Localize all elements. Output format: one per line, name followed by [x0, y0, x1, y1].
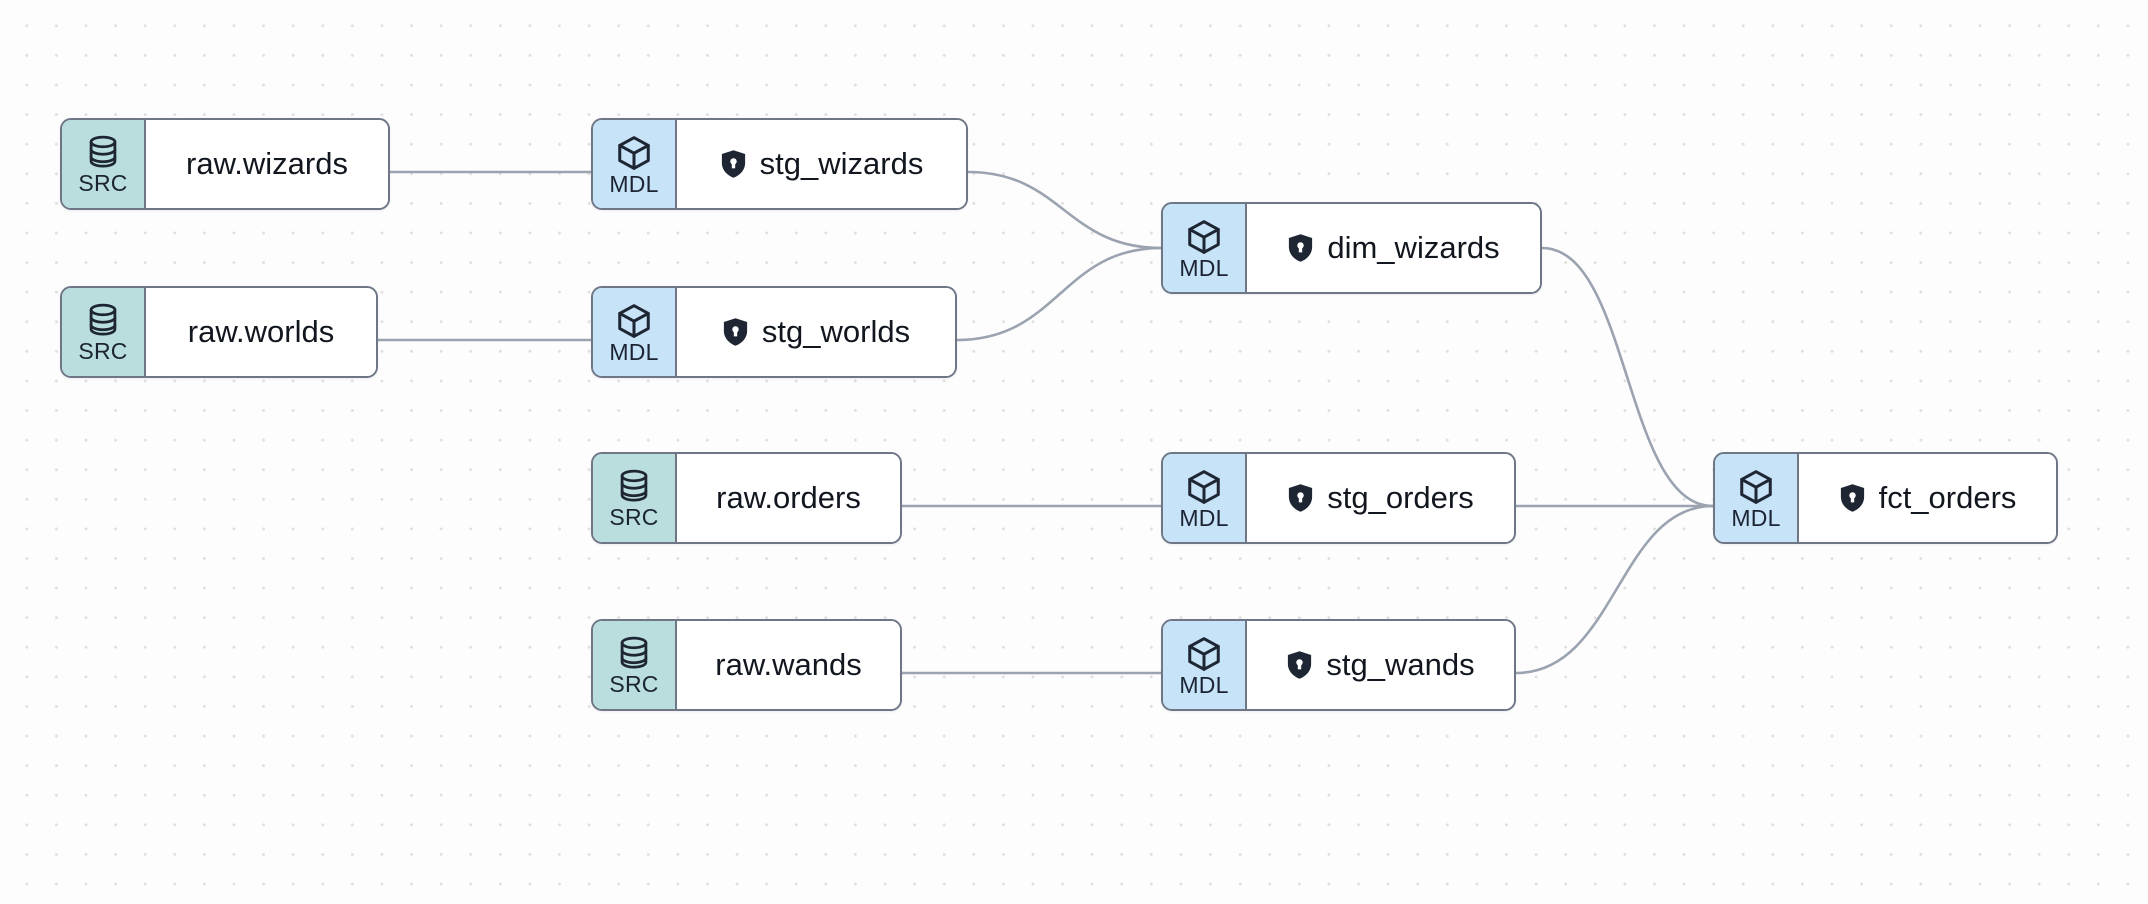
node-kind-label: MDL: [609, 170, 659, 197]
node-kind-badge-dim_wizards[interactable]: MDL: [1163, 204, 1247, 292]
node-kind-label: MDL: [1731, 504, 1781, 531]
node-raw_worlds[interactable]: SRC raw.worlds: [60, 286, 378, 378]
edge-dim_wizards-to-fct_orders[interactable]: [1540, 246, 1715, 508]
node-kind-badge-raw_orders[interactable]: SRC: [593, 454, 677, 542]
node-kind-badge-raw_wizards[interactable]: SRC: [62, 120, 146, 208]
shield-lock-icon: [720, 149, 747, 179]
node-label: raw.wizards: [186, 145, 348, 181]
edge-stg_wizards-to-dim_wizards[interactable]: [966, 170, 1163, 250]
cube-icon: [1737, 468, 1775, 506]
shield-lock-icon: [1287, 233, 1314, 263]
node-kind-label: MDL: [609, 338, 659, 365]
node-body-stg_orders[interactable]: stg_orders: [1247, 454, 1514, 542]
node-label: raw.worlds: [187, 313, 335, 349]
node-body-raw_worlds[interactable]: raw.worlds: [146, 288, 376, 376]
node-kind-label: MDL: [1179, 671, 1229, 698]
cube-icon: [1185, 218, 1223, 256]
node-kind-label: SRC: [609, 503, 659, 530]
node-kind-badge-stg_orders[interactable]: MDL: [1163, 454, 1247, 542]
node-body-raw_orders[interactable]: raw.orders: [677, 454, 900, 542]
cube-icon: [1185, 635, 1223, 673]
node-kind-badge-stg_wands[interactable]: MDL: [1163, 621, 1247, 709]
database-icon: [617, 469, 651, 505]
node-raw_wizards[interactable]: SRC raw.wizards: [60, 118, 390, 210]
database-icon: [86, 303, 120, 339]
node-stg_wands[interactable]: MDL stg_wands: [1161, 619, 1516, 711]
node-kind-badge-fct_orders[interactable]: MDL: [1715, 454, 1799, 542]
node-body-fct_orders[interactable]: fct_orders: [1799, 454, 2056, 542]
node-body-raw_wizards[interactable]: raw.wizards: [146, 120, 388, 208]
node-raw_orders[interactable]: SRC raw.orders: [591, 452, 902, 544]
node-kind-label: MDL: [1179, 254, 1229, 281]
node-kind-label: SRC: [78, 337, 128, 364]
node-kind-badge-stg_worlds[interactable]: MDL: [593, 288, 677, 376]
database-icon: [617, 636, 651, 672]
shield-lock-icon: [722, 317, 749, 347]
node-body-raw_wands[interactable]: raw.wands: [677, 621, 900, 709]
node-kind-label: SRC: [609, 670, 659, 697]
node-label: stg_wands: [1326, 646, 1475, 682]
edge-stg_worlds-to-dim_wizards[interactable]: [955, 246, 1163, 342]
node-body-stg_wands[interactable]: stg_wands: [1247, 621, 1514, 709]
node-stg_wizards[interactable]: MDL stg_wizards: [591, 118, 968, 210]
node-body-stg_wizards[interactable]: stg_wizards: [677, 120, 966, 208]
shield-lock-icon: [1839, 483, 1866, 513]
database-icon: [86, 135, 120, 171]
node-kind-label: MDL: [1179, 504, 1229, 531]
node-kind-label: SRC: [78, 169, 128, 196]
node-kind-badge-raw_worlds[interactable]: SRC: [62, 288, 146, 376]
cube-icon: [615, 302, 653, 340]
node-dim_wizards[interactable]: MDL dim_wizards: [1161, 202, 1542, 294]
shield-lock-icon: [1287, 483, 1314, 513]
node-label: stg_orders: [1327, 479, 1474, 515]
node-body-dim_wizards[interactable]: dim_wizards: [1247, 204, 1540, 292]
cube-icon: [615, 134, 653, 172]
edge-stg_wands-to-fct_orders[interactable]: [1514, 504, 1715, 675]
node-stg_orders[interactable]: MDL stg_orders: [1161, 452, 1516, 544]
node-raw_wands[interactable]: SRC raw.wands: [591, 619, 902, 711]
cube-icon: [1185, 468, 1223, 506]
node-label: stg_wizards: [759, 145, 924, 181]
node-label: raw.orders: [716, 479, 861, 515]
node-fct_orders[interactable]: MDL fct_orders: [1713, 452, 2058, 544]
node-stg_worlds[interactable]: MDL stg_worlds: [591, 286, 957, 378]
shield-lock-icon: [1286, 650, 1313, 680]
node-label: raw.wands: [715, 646, 862, 682]
node-body-stg_worlds[interactable]: stg_worlds: [677, 288, 955, 376]
node-label: stg_worlds: [761, 313, 911, 349]
node-label: fct_orders: [1878, 479, 2017, 515]
node-kind-badge-stg_wizards[interactable]: MDL: [593, 120, 677, 208]
node-kind-badge-raw_wands[interactable]: SRC: [593, 621, 677, 709]
node-label: dim_wizards: [1327, 229, 1500, 265]
